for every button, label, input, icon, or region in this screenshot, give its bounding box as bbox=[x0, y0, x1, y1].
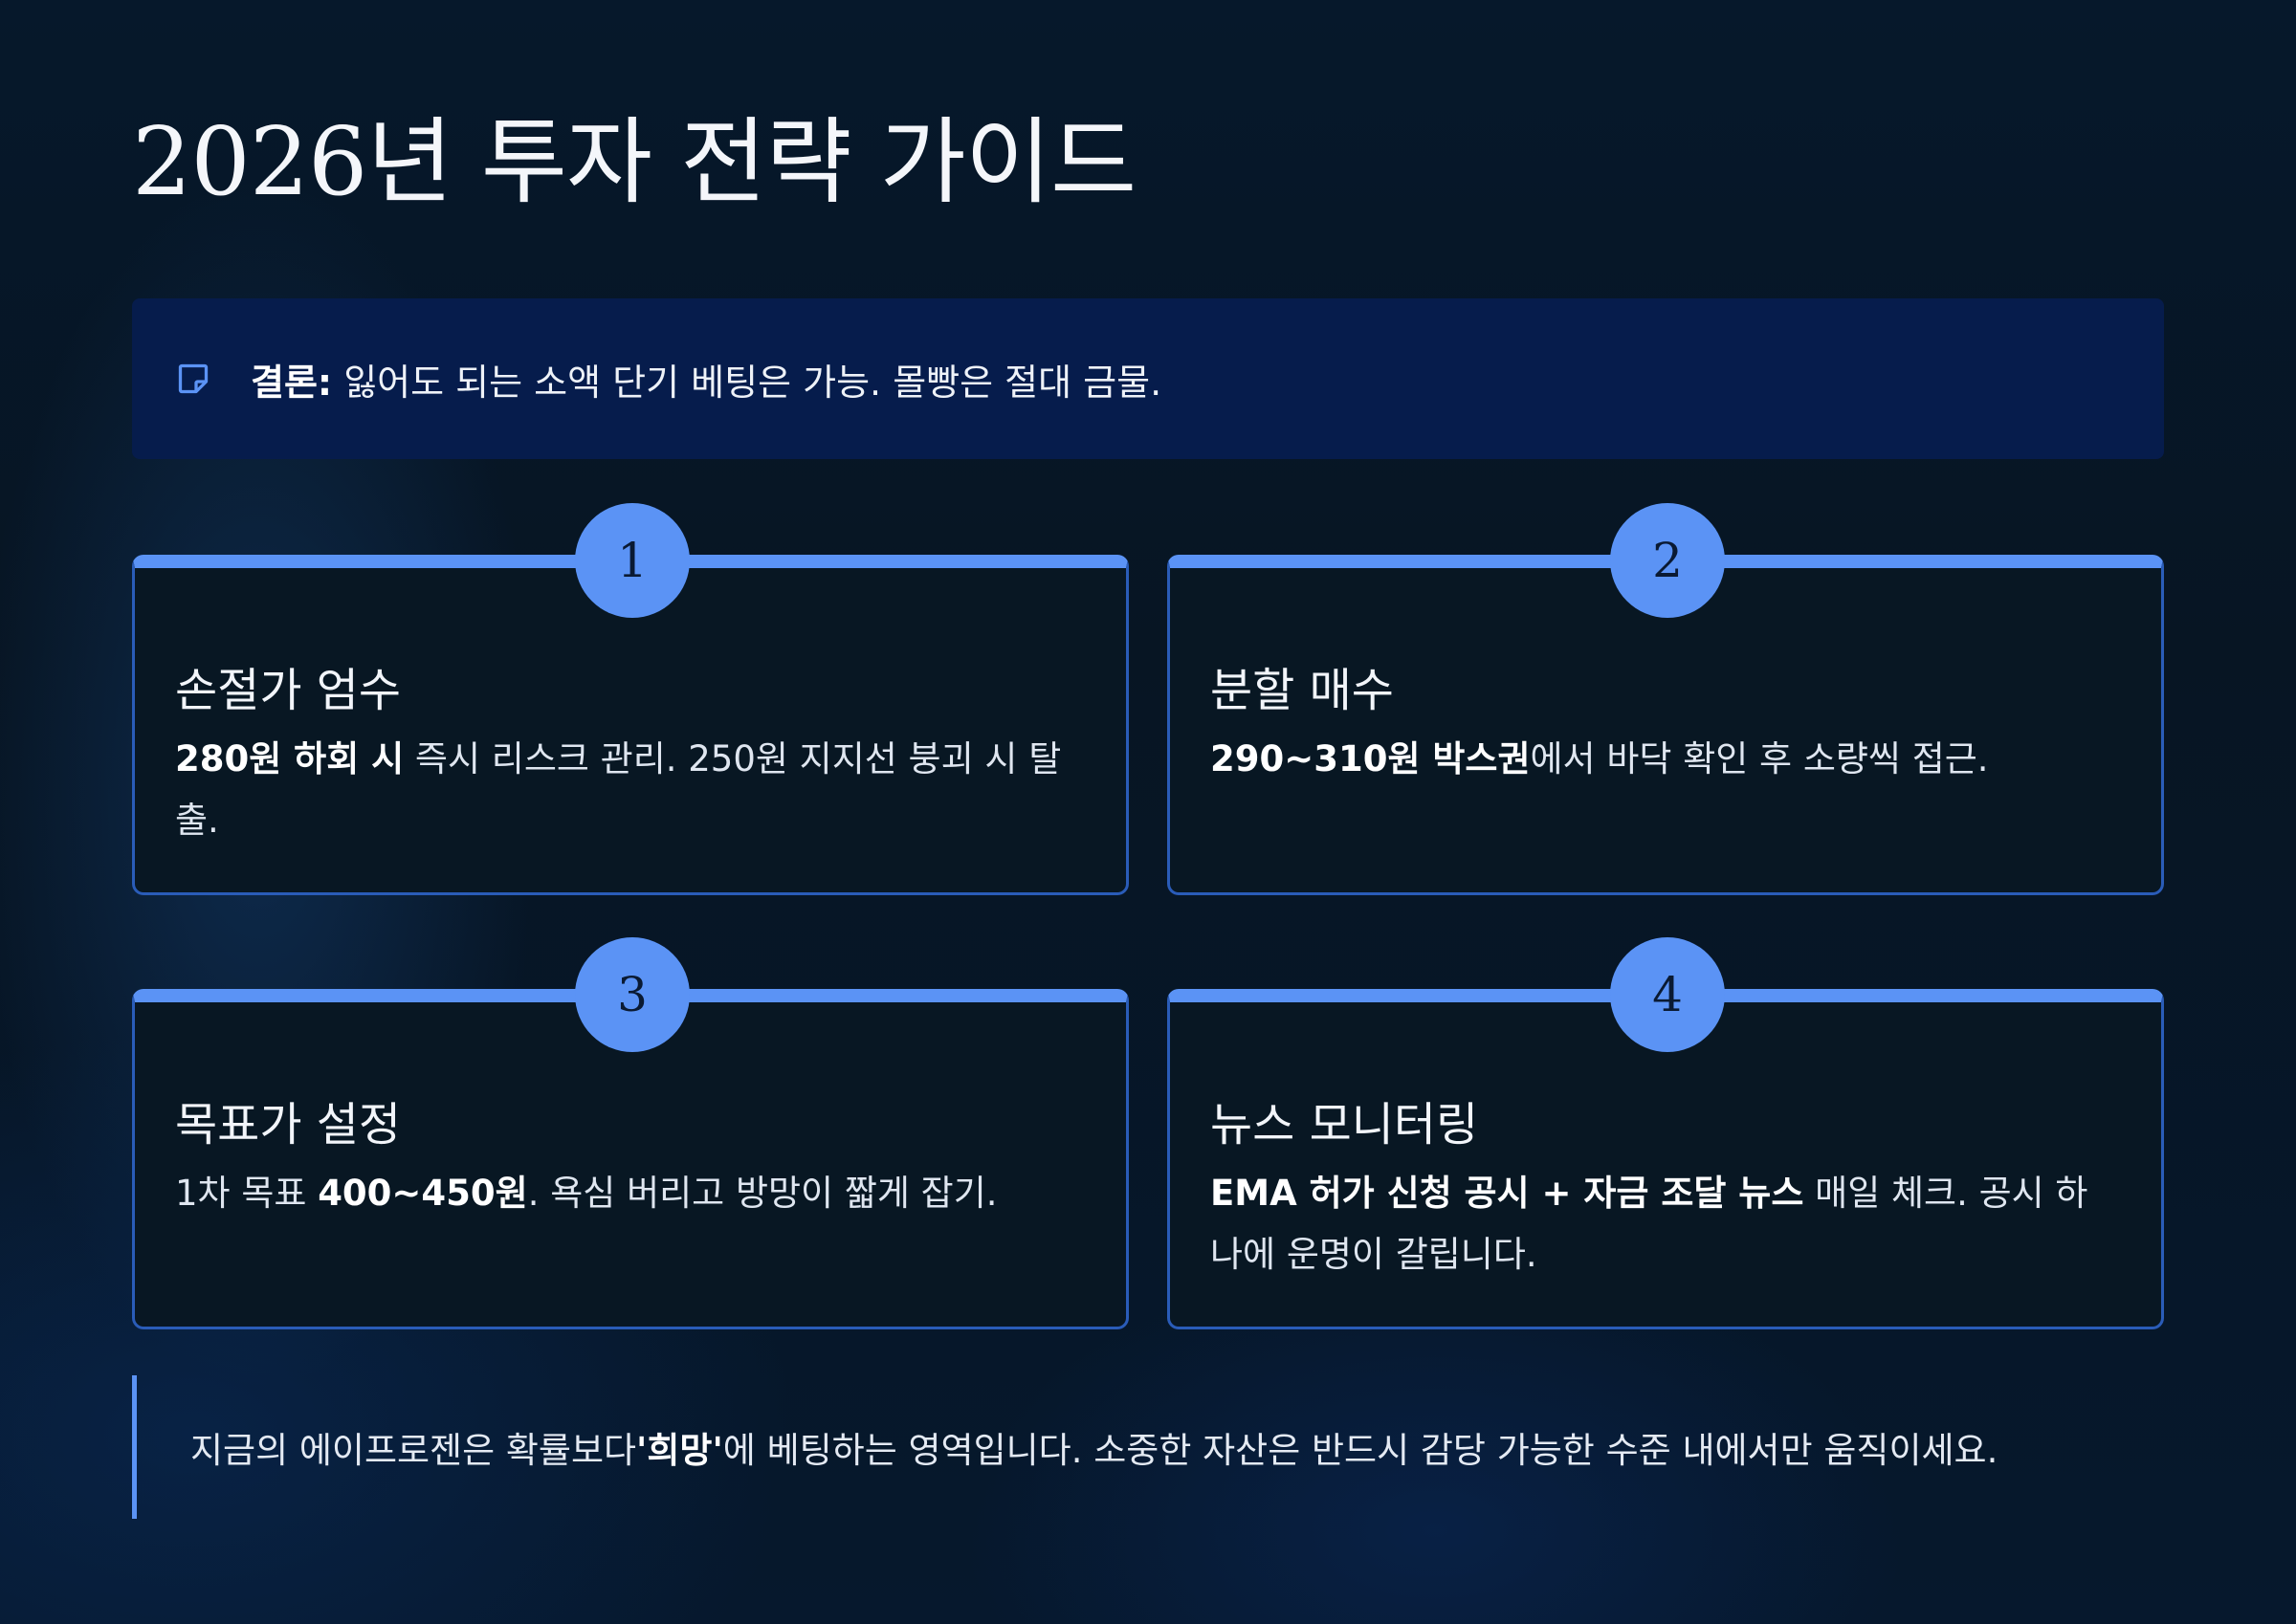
strategy-card-stop-loss: 1 손절가 엄수 280원 하회 시 즉시 리스크 관리. 250원 지지선 붕… bbox=[132, 503, 1129, 895]
footer-quote: 지금의 에이프로젠은 확률보다 '희망'에 베팅하는 영역입니다. 소중한 자산… bbox=[132, 1375, 2164, 1519]
strategy-card-target-price: 3 목표가 설정 1차 목표 400~450원. 욕심 버리고 방망이 짧게 잡… bbox=[132, 937, 1129, 1329]
quote-text-post: 에 베팅하는 영역입니다. 소중한 자산은 반드시 감당 가능한 수준 내에서만… bbox=[722, 1430, 1998, 1471]
strategy-card-news-monitoring: 4 뉴스 모니터링 EMA 허가 신청 공시 + 자금 조달 뉴스 매일 체크.… bbox=[1167, 937, 2164, 1329]
card-title: 분할 매수 bbox=[1210, 664, 1394, 717]
conclusion-message: 잃어도 되는 소액 단기 베팅은 가능. 몰빵은 절대 금물. bbox=[332, 361, 1162, 404]
conclusion-callout: 결론: 잃어도 되는 소액 단기 베팅은 가능. 몰빵은 절대 금물. bbox=[132, 298, 2164, 459]
page-title: 2026년 투자 전략 가이드 bbox=[132, 108, 1137, 217]
sticky-note-icon bbox=[178, 363, 209, 394]
card-body: 290~310원 박스권에서 바닥 확인 후 소량씩 접근. bbox=[1210, 729, 2119, 790]
quote-highlight: '희망' bbox=[636, 1430, 723, 1471]
card-body-text: 매일 체크. 공시 하나에 운명이 갈립니다. bbox=[1210, 1173, 2088, 1275]
step-number-badge: 3 bbox=[575, 937, 690, 1052]
card-body-highlight: EMA 허가 신청 공시 + 자금 조달 뉴스 bbox=[1210, 1173, 1804, 1214]
card-body-text: 즉시 리스크 관리. 250원 지지선 붕괴 시 탈출. bbox=[175, 738, 1062, 841]
card-body-highlight: 280원 하회 시 bbox=[175, 738, 405, 779]
card-body-highlight: 290~310원 박스권 bbox=[1210, 738, 1531, 779]
conclusion-label: 결론: bbox=[251, 361, 333, 404]
card-body-highlight: 400~450원 bbox=[318, 1173, 528, 1214]
step-number-badge: 2 bbox=[1610, 503, 1725, 618]
card-body-prefix: 1차 목표 bbox=[175, 1173, 319, 1214]
card-body: 280원 하회 시 즉시 리스크 관리. 250원 지지선 붕괴 시 탈출. bbox=[175, 729, 1084, 851]
card-body: 1차 목표 400~450원. 욕심 버리고 방망이 짧게 잡기. bbox=[175, 1163, 1084, 1224]
quote-text-pre: 지금의 에이프로젠은 확률보다 bbox=[190, 1430, 637, 1471]
card-body-text: . 욕심 버리고 방망이 짧게 잡기. bbox=[527, 1173, 998, 1214]
step-number-badge: 1 bbox=[575, 503, 690, 618]
strategy-card-split-buy: 2 분할 매수 290~310원 박스권에서 바닥 확인 후 소량씩 접근. bbox=[1167, 503, 2164, 895]
conclusion-text: 결론: 잃어도 되는 소액 단기 베팅은 가능. 몰빵은 절대 금물. bbox=[251, 353, 1161, 406]
step-number-badge: 4 bbox=[1610, 937, 1725, 1052]
card-body: EMA 허가 신청 공시 + 자금 조달 뉴스 매일 체크. 공시 하나에 운명… bbox=[1210, 1163, 2119, 1285]
card-title: 손절가 엄수 bbox=[175, 664, 402, 717]
card-title: 목표가 설정 bbox=[175, 1098, 402, 1152]
card-body-text: 에서 바닥 확인 후 소량씩 접근. bbox=[1530, 738, 1989, 779]
card-title: 뉴스 모니터링 bbox=[1210, 1098, 1479, 1152]
